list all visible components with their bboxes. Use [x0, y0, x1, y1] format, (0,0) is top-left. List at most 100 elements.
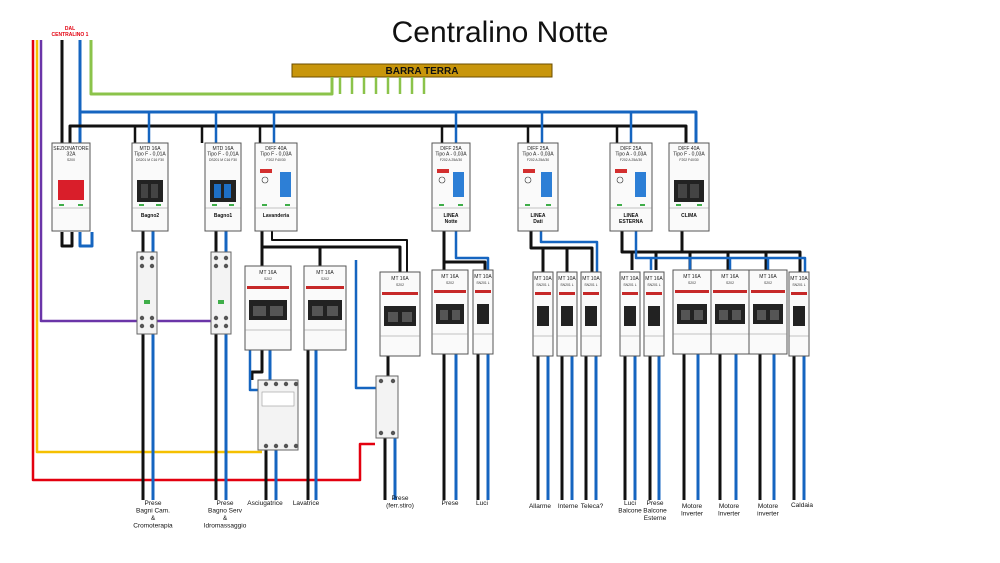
breaker-lever-icon — [440, 310, 448, 320]
status-led-icon — [285, 204, 290, 206]
relay-body — [136, 251, 158, 335]
output-label-text: Inverter — [681, 511, 704, 518]
breaker-spec-text: S202 — [446, 281, 454, 285]
toggle-lever-icon — [224, 184, 231, 198]
status-led-icon — [617, 204, 622, 206]
device-circuit-label: LINEA — [624, 213, 639, 219]
output-label-text: Prese — [217, 500, 234, 507]
device-circuit-label: Bagno1 — [214, 213, 233, 219]
status-led-icon — [697, 204, 702, 206]
brand-badge-icon — [437, 169, 449, 173]
terminal-icon — [263, 381, 269, 387]
output-telecamere: Teleca? — [581, 503, 604, 510]
device-spec-text: F202 A 25A/30 — [620, 158, 642, 162]
terminal-icon — [213, 315, 219, 321]
device-circuit-label: LINEA — [444, 213, 459, 219]
breaker-spec-text: S202 — [264, 277, 272, 281]
brand-badge-icon — [523, 169, 535, 173]
breaker-toggle-icon — [477, 304, 489, 324]
device-circuit-label: CLIMA — [681, 213, 697, 219]
terminal-icon — [293, 381, 299, 387]
terminal-icon — [223, 315, 229, 321]
breaker-band-icon — [247, 286, 289, 289]
toggle-red-icon — [58, 180, 84, 200]
rcd-toggle-icon — [541, 172, 552, 197]
breaker-spec-text: S202 — [726, 281, 734, 285]
relay-body — [210, 251, 232, 335]
breaker-spec-text: MT 16A — [391, 276, 409, 282]
breaker-lever-icon — [312, 306, 323, 316]
terminal-icon — [223, 255, 229, 261]
breaker-band-icon — [791, 292, 807, 295]
toggle-housing-icon — [210, 180, 236, 202]
terminal-icon — [378, 378, 384, 384]
device-circuit-label: Lavanderia — [263, 213, 290, 219]
terminal-icon — [283, 443, 289, 449]
status-led-icon — [139, 204, 144, 206]
device-spec-text: F202 F40/30 — [679, 158, 698, 162]
earth-wire — [89, 40, 334, 96]
device-circuit-label: Notte — [445, 219, 458, 225]
status-led-icon — [59, 204, 64, 206]
breaker-lever-icon — [388, 312, 398, 322]
breaker-band-icon — [382, 292, 418, 295]
device-spec-text: Tipo F - 0,01A — [207, 152, 239, 158]
device-circuit-label: LINEA — [531, 213, 546, 219]
breaker-spec-text: MT 10A — [790, 276, 808, 282]
device-spec-text: DIFF 25A — [620, 146, 642, 152]
terminal-icon — [149, 323, 155, 329]
output-label-text: Prese — [145, 500, 162, 507]
diagram-title: Centralino Notte — [392, 16, 609, 49]
breaker-spec-text: MT 10A — [474, 274, 492, 280]
relay-bagno2 — [136, 251, 158, 335]
status-led-icon — [640, 204, 645, 206]
device-body — [254, 142, 298, 232]
output-allarme: Allarme — [529, 503, 551, 510]
breaker-toggle-icon — [561, 306, 573, 326]
device-spec-text: S200 — [67, 158, 75, 162]
breaker-spec-text: SN201 L — [536, 283, 549, 287]
breaker-spec-text: MT 16A — [721, 274, 739, 280]
breaker-band-icon — [675, 290, 709, 293]
wire — [354, 260, 376, 390]
output-prese-ferro: Prese(ferr.stiro) — [386, 495, 414, 510]
breaker-spec-text: SN201 L — [584, 283, 597, 287]
device-spec-text: Tipo F - 0,03A — [673, 152, 705, 158]
status-led-icon — [262, 204, 267, 206]
terminal-icon — [213, 255, 219, 261]
terminal-icon — [213, 263, 219, 269]
feed-wire-yellow — [35, 40, 262, 454]
rcd-toggle-icon — [635, 172, 646, 197]
breaker-spec-text: S202 — [321, 277, 329, 281]
terminal-icon — [263, 443, 269, 449]
breaker-toggle-icon — [624, 306, 636, 326]
device-spec-text: F202 A 25A/30 — [527, 158, 549, 162]
device-circuit-label: Dati — [533, 219, 543, 225]
breaker-band-icon — [583, 292, 599, 295]
output-label-text: inverter — [757, 511, 780, 518]
breaker-lever-icon — [719, 310, 728, 320]
breaker-spec-text: MT 10A — [621, 276, 639, 282]
feed-wire-purple — [39, 40, 140, 323]
status-led-icon — [78, 204, 83, 206]
status-led-icon — [546, 204, 551, 206]
sezionatore-out-loop — [60, 232, 74, 248]
breaker-band-icon — [559, 292, 575, 295]
notte-phase-bus — [442, 231, 487, 270]
